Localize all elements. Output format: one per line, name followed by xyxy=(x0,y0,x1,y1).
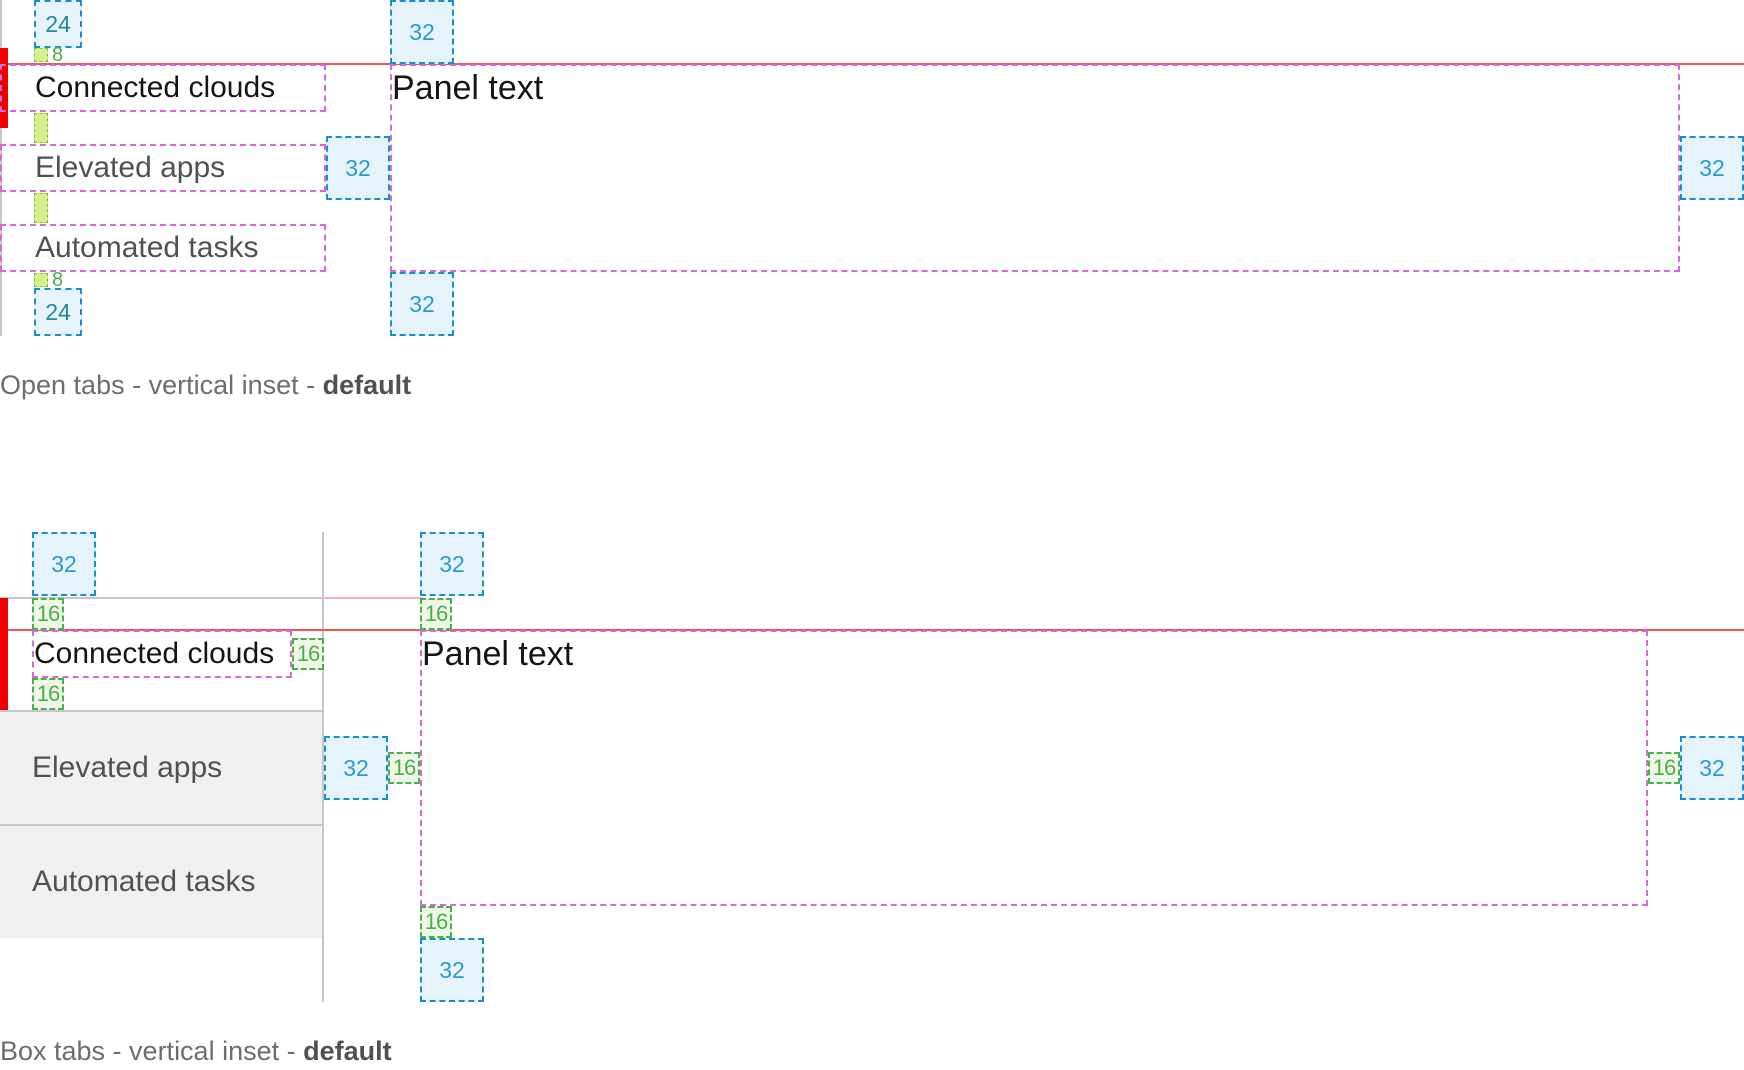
spacer-panel-bottom: 32 xyxy=(420,938,484,1002)
tab-connected-clouds[interactable]: Connected clouds xyxy=(0,64,326,112)
spacer-top-gap-box xyxy=(34,48,48,62)
tab-label: Elevated apps xyxy=(35,151,226,184)
open-tabs-caption: Open tabs - vertical inset - default xyxy=(0,370,411,401)
selected-tab-indicator xyxy=(0,598,8,710)
spacer-bottom-gap-box xyxy=(34,273,48,287)
tab-divider xyxy=(0,597,323,599)
spacer-tab-padding-right: 16 xyxy=(292,638,324,670)
tab-label: Connected clouds xyxy=(34,637,275,670)
spacer-panel-right: 32 xyxy=(1680,736,1744,800)
spacer-tab-padding-bottom: 16 xyxy=(32,678,64,710)
tab-automated-tasks-bg xyxy=(0,826,323,938)
spacer-panel-padding-top: 16 xyxy=(420,598,452,630)
spacer-panel-padding-right: 16 xyxy=(1648,752,1680,784)
tab-connected-clouds[interactable]: Connected clouds xyxy=(32,630,292,678)
tab-panel: Panel text xyxy=(420,630,1648,906)
tab-label: Automated tasks xyxy=(35,231,259,264)
tab-elevated-apps-bg xyxy=(0,711,323,825)
tab-elevated-apps[interactable]: Elevated apps xyxy=(0,711,322,825)
panel-text: Panel text xyxy=(422,635,574,673)
spacer-tab-to-panel: 32 xyxy=(326,136,390,200)
spacer-top-gap-label: 8 xyxy=(52,44,64,66)
panel-text: Panel text xyxy=(392,69,544,107)
tab-label: Automated tasks xyxy=(32,865,256,898)
tab-column-border xyxy=(322,532,324,1002)
spacer-panel-padding-left: 16 xyxy=(388,752,420,784)
tab-divider xyxy=(0,824,323,826)
caption-emphasis: default xyxy=(303,1036,392,1066)
tab-divider xyxy=(0,710,323,712)
spacer-bottom: 24 xyxy=(34,288,82,336)
tab-label: Elevated apps xyxy=(32,751,223,784)
tab-label: Connected clouds xyxy=(35,71,276,104)
spacer-tab-to-panel: 32 xyxy=(324,736,388,800)
spacer-panel-top: 32 xyxy=(390,0,454,64)
tab-automated-tasks[interactable]: Automated tasks xyxy=(0,224,326,272)
caption-emphasis: default xyxy=(322,370,412,400)
tab-elevated-apps[interactable]: Elevated apps xyxy=(0,144,326,192)
spacer-top: 24 xyxy=(34,0,82,48)
selected-tab-indicator xyxy=(0,48,8,128)
spacer-bottom-gap-label: 8 xyxy=(52,269,64,291)
alignment-guide-line xyxy=(323,597,423,599)
spacer-panel-top: 32 xyxy=(420,532,484,596)
spacer-tab-gap xyxy=(34,113,48,143)
caption-prefix: Box tabs - vertical inset - xyxy=(0,1036,304,1066)
spacer-panel-padding-bottom: 16 xyxy=(420,906,452,938)
spacer-tab-padding-top: 16 xyxy=(32,598,64,630)
tab-panel: Panel text xyxy=(390,64,1680,272)
tab-automated-tasks[interactable]: Automated tasks xyxy=(0,826,322,938)
spacer-top: 32 xyxy=(32,532,96,596)
box-tabs-caption: Box tabs - vertical inset - default xyxy=(0,1036,392,1067)
spacer-panel-right: 32 xyxy=(1680,136,1744,200)
spacer-panel-bottom: 32 xyxy=(390,272,454,336)
caption-prefix: Open tabs - vertical inset - xyxy=(0,370,323,400)
spacer-tab-gap xyxy=(34,193,48,223)
